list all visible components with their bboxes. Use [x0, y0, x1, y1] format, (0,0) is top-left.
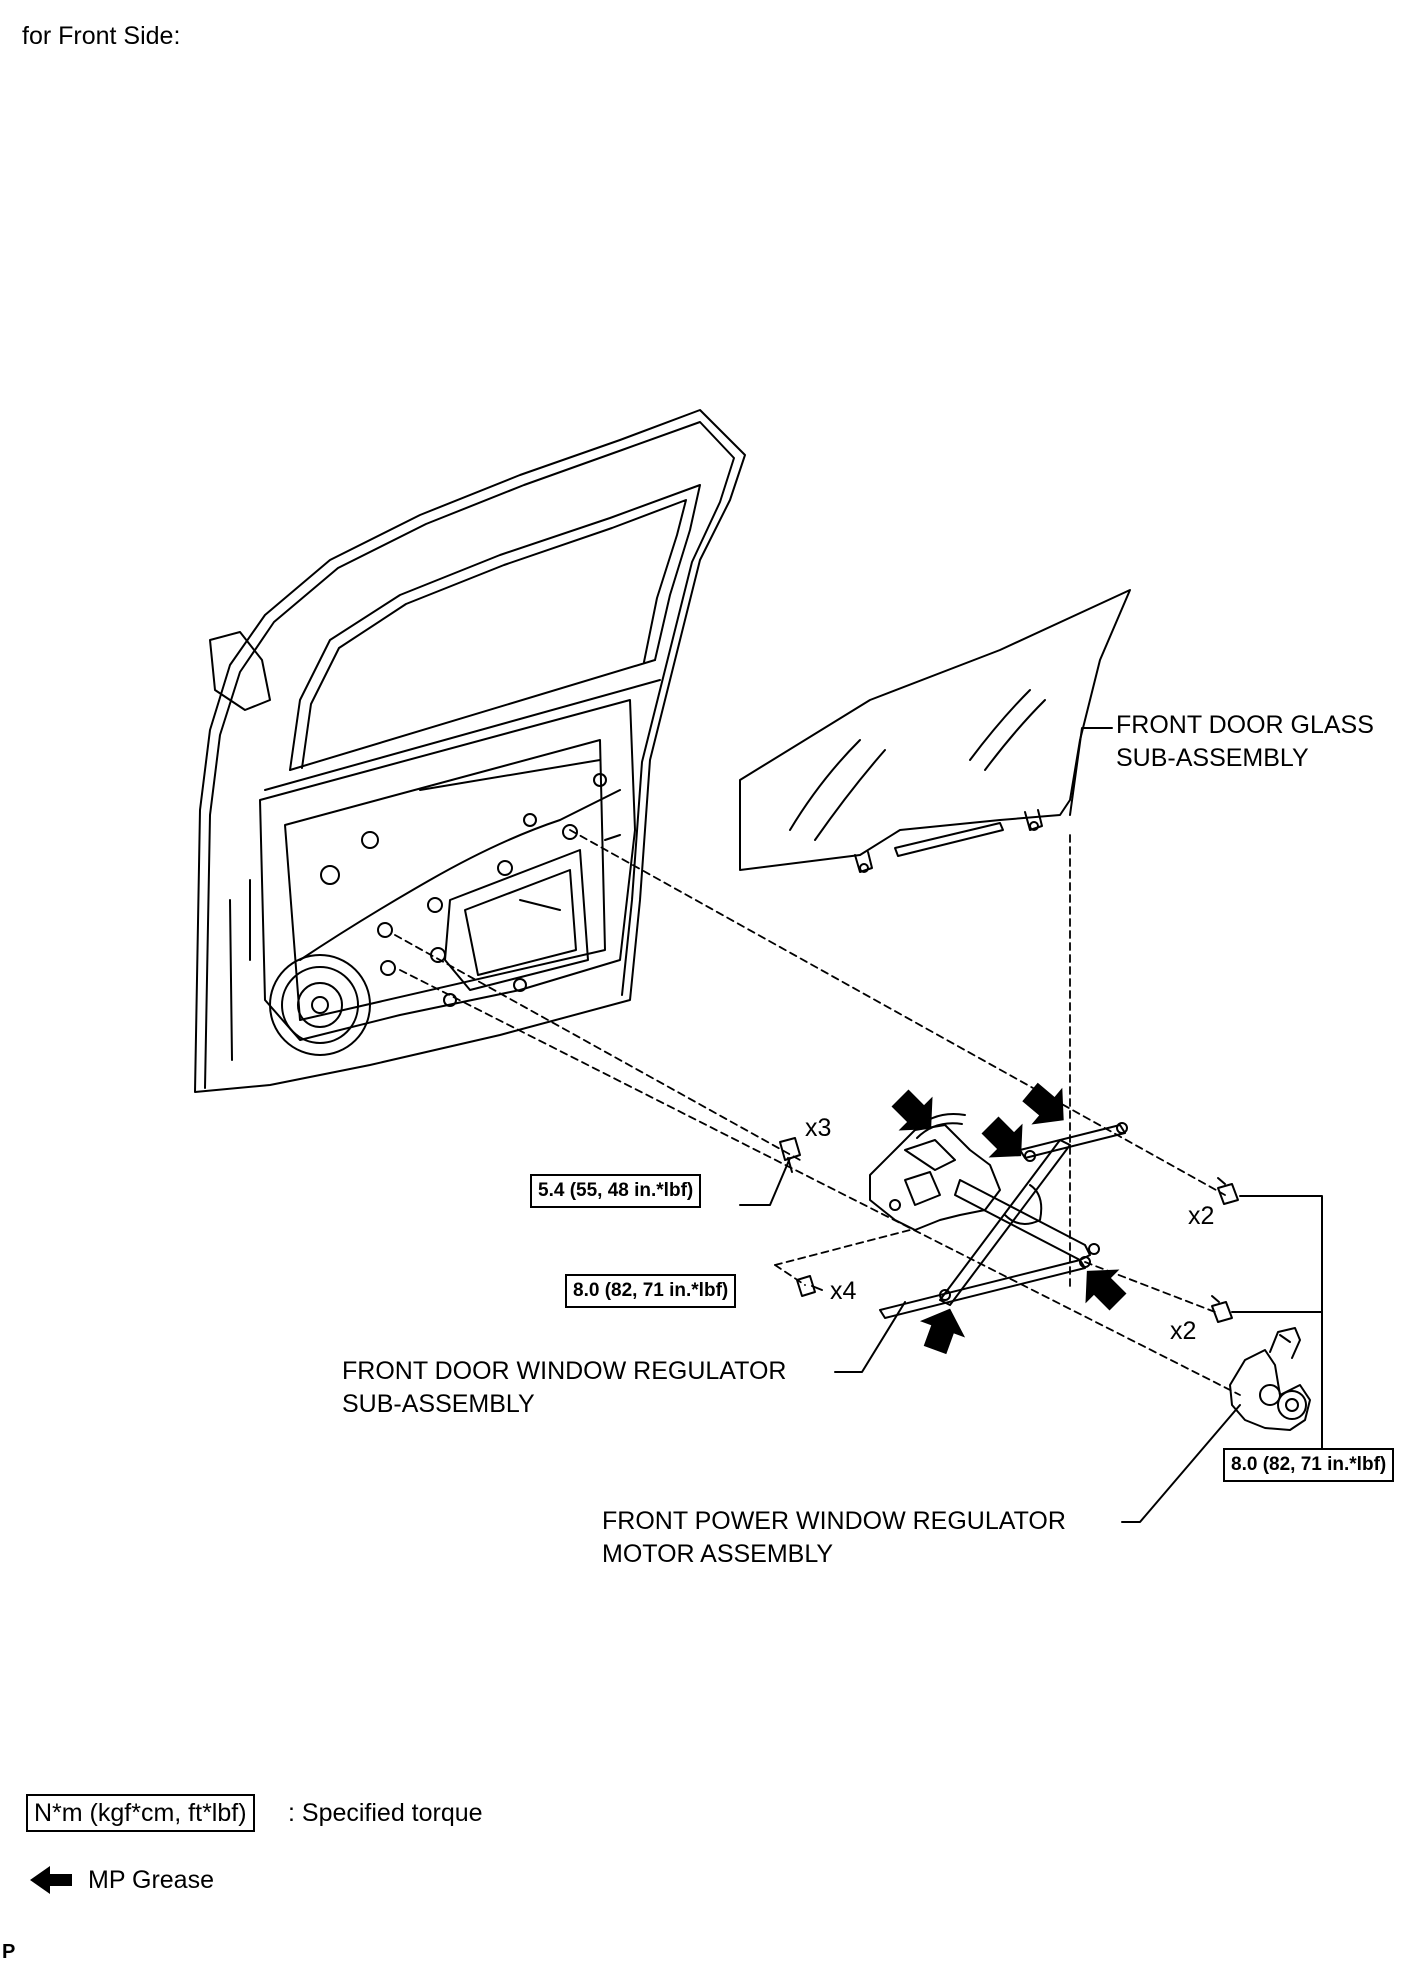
torque-box-5-4: 5.4 (55, 48 in.*lbf) — [530, 1174, 702, 1208]
legend-torque-box: N*m (kgf*cm, ft*lbf) — [26, 1794, 255, 1832]
label-regulator-line1: FRONT DOOR WINDOW REGULATOR — [342, 1357, 787, 1385]
grease-arrow-3 — [1022, 1082, 1064, 1125]
bolts — [779, 1137, 1239, 1323]
label-glass-line1: FRONT DOOR GLASS — [1116, 711, 1374, 739]
label-glass-line2: SUB-ASSEMBLY — [1116, 744, 1309, 772]
grease-arrow-4 — [1085, 1269, 1127, 1311]
grease-arrows — [891, 1082, 1127, 1355]
power-window-motor — [1229, 1327, 1311, 1431]
label-regulator-line2: SUB-ASSEMBLY — [342, 1390, 535, 1418]
torque-box-8-0-right: 8.0 (82, 71 in.*lbf) — [1223, 1448, 1395, 1482]
alignment-lines — [394, 829, 1241, 1396]
front-door-glass — [739, 589, 1131, 873]
legend-grease-text: MP Grease — [88, 1866, 214, 1894]
label-motor-line1: FRONT POWER WINDOW REGULATOR — [602, 1507, 1066, 1535]
qty-x3: x3 — [805, 1114, 832, 1142]
leader-lines — [739, 727, 1323, 1523]
page-title: for Front Side: — [22, 22, 181, 50]
qty-x4: x4 — [830, 1277, 857, 1305]
grease-arrow-2 — [981, 1116, 1023, 1158]
label-motor-line2: MOTOR ASSEMBLY — [602, 1540, 834, 1568]
qty-x2-upper: x2 — [1188, 1202, 1215, 1230]
qty-x2-lower: x2 — [1170, 1317, 1197, 1345]
grease-arrow-5 — [919, 1308, 966, 1355]
legend-grease-arrow-icon — [30, 1866, 72, 1894]
footer-code: P — [2, 1941, 16, 1963]
door-panel — [194, 409, 746, 1093]
legend-torque-text: : Specified torque — [288, 1799, 483, 1827]
grease-arrow-1 — [891, 1089, 933, 1131]
torque-box-8-0-left: 8.0 (82, 71 in.*lbf) — [565, 1274, 737, 1308]
